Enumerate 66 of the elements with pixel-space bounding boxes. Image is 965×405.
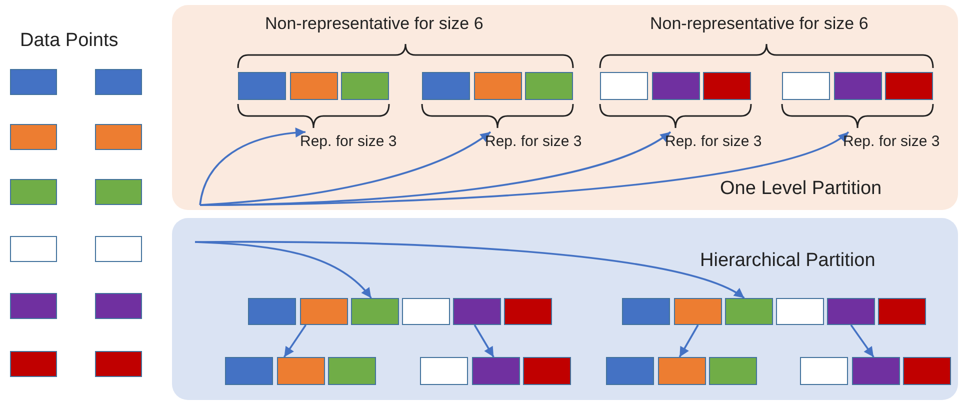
data-point-box: [238, 72, 286, 100]
brace-label: Rep. for size 3: [843, 132, 953, 152]
arrow: [678, 324, 699, 358]
data-point-box: [290, 72, 338, 100]
data-point-box: [622, 298, 670, 325]
data-point-box: [248, 298, 296, 325]
data-point-box: [10, 124, 57, 150]
arrow: [474, 324, 494, 358]
partition-panel: [172, 218, 958, 400]
data-point-box: [885, 72, 933, 100]
data-point-box: [776, 298, 824, 325]
data-point-box: [95, 293, 142, 319]
data-point-box: [709, 357, 757, 385]
data-point-box: [225, 357, 273, 385]
data-point-box: [782, 72, 830, 100]
data-point-box: [504, 298, 552, 325]
data-point-box: [277, 357, 325, 385]
arrow: [850, 324, 874, 358]
data-point-box: [10, 293, 57, 319]
data-point-box: [420, 357, 468, 385]
data-point-box: [703, 72, 751, 100]
brace-label: Rep. for size 3: [485, 132, 595, 152]
data-point-box: [95, 351, 142, 377]
data-point-box: [10, 179, 57, 205]
data-point-box: [10, 69, 57, 95]
data-point-box: [10, 351, 57, 377]
data-point-box: [834, 72, 882, 100]
partition-panel: [172, 5, 958, 210]
data-point-box: [341, 72, 389, 100]
data-point-box: [674, 298, 722, 325]
heading: Data Points: [20, 30, 118, 52]
arrow: [200, 131, 849, 206]
data-point-box: [800, 357, 848, 385]
data-point-box: [95, 179, 142, 205]
data-point-box: [606, 357, 654, 385]
arrow: [195, 240, 745, 299]
data-point-box: [652, 72, 700, 100]
brace-label: Non-representative for size 6: [265, 14, 484, 34]
brace-label: Rep. for size 3: [300, 132, 410, 152]
brace-label: Non-representative for size 6: [650, 14, 868, 34]
data-point-box: [95, 236, 142, 262]
data-point-box: [300, 298, 348, 325]
data-point-box: [10, 236, 57, 262]
panel-title: Hierarchical Partition: [700, 250, 876, 272]
data-point-box: [878, 298, 926, 325]
data-point-box: [402, 298, 450, 325]
panel-title: One Level Partition: [720, 178, 882, 200]
data-point-box: [95, 69, 142, 95]
brace-label: Rep. for size 3: [665, 132, 775, 152]
data-point-box: [472, 357, 520, 385]
data-point-box: [422, 72, 470, 100]
data-point-box: [523, 357, 571, 385]
data-point-box: [903, 357, 951, 385]
data-point-box: [658, 357, 706, 385]
data-point-box: [827, 298, 875, 325]
data-point-box: [725, 298, 773, 325]
data-point-box: [95, 124, 142, 150]
arrow: [199, 128, 306, 206]
data-point-box: [600, 72, 648, 100]
data-point-box: [328, 357, 376, 385]
data-point-box: [474, 72, 522, 100]
data-point-box: [453, 298, 501, 325]
arrow: [283, 324, 306, 358]
data-point-box: [351, 298, 399, 325]
data-point-box: [852, 357, 900, 385]
data-point-box: [525, 72, 573, 100]
